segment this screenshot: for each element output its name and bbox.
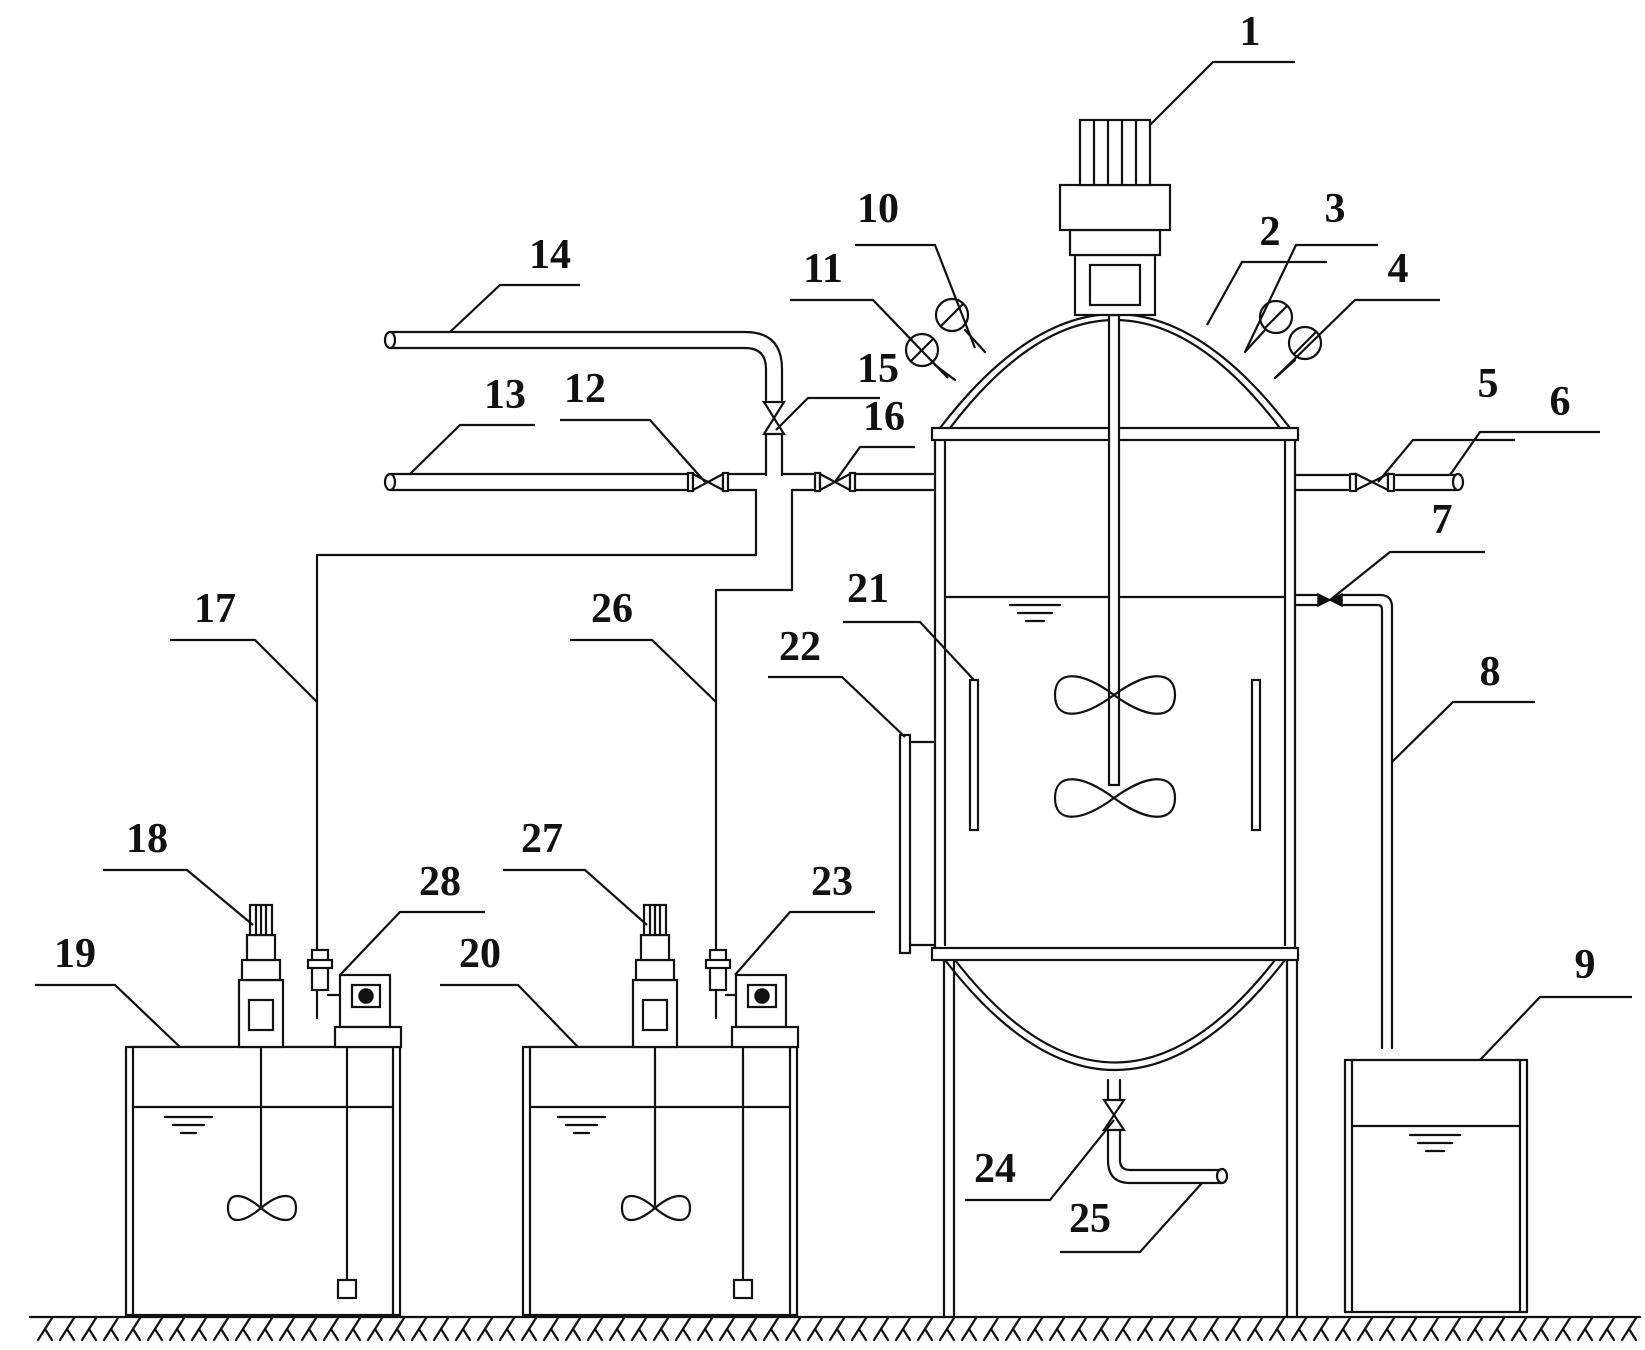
callout-number-8: 8 — [1480, 649, 1501, 695]
callout-leaders — [35, 60, 1632, 1254]
callout-number-14: 14 — [529, 232, 571, 278]
callout-number-26: 26 — [591, 586, 633, 632]
main-reactor — [898, 118, 1323, 1319]
callout-number-17: 17 — [194, 586, 236, 632]
right-outlet-line — [1293, 472, 1465, 493]
callout-number-15: 15 — [857, 346, 899, 392]
dosing-tank-20 — [521, 903, 800, 1317]
callout-number-16: 16 — [863, 394, 905, 440]
callout-number-7: 7 — [1432, 497, 1453, 543]
callout-number-10: 10 — [857, 186, 899, 232]
callout-number-6: 6 — [1550, 379, 1571, 425]
ground — [28, 1315, 1642, 1342]
callout-number-12: 12 — [564, 366, 606, 412]
callout-number-23: 23 — [811, 859, 853, 905]
feed-pipework — [315, 330, 937, 952]
callout-number-3: 3 — [1325, 186, 1346, 232]
callout-number-24: 24 — [974, 1146, 1016, 1192]
callout-number-5: 5 — [1478, 361, 1499, 407]
callout-number-21: 21 — [847, 566, 889, 612]
overflow-line — [1293, 592, 1394, 1050]
dosing-tank-19 — [124, 903, 403, 1317]
callout-number-20: 20 — [459, 931, 501, 977]
callout-number-11: 11 — [803, 246, 843, 292]
callout-number-25: 25 — [1069, 1196, 1111, 1242]
callout-number-9: 9 — [1575, 942, 1596, 988]
callout-number-18: 18 — [126, 816, 168, 862]
callout-number-19: 19 — [54, 931, 96, 977]
callout-number-1: 1 — [1240, 9, 1261, 55]
callout-number-13: 13 — [484, 372, 526, 418]
collection-tank — [1343, 1058, 1529, 1314]
callout-number-2: 2 — [1260, 209, 1281, 255]
callout-number-27: 27 — [521, 816, 563, 862]
callout-number-22: 22 — [779, 624, 821, 670]
callout-number-4: 4 — [1388, 246, 1409, 292]
callout-number-28: 28 — [419, 859, 461, 905]
